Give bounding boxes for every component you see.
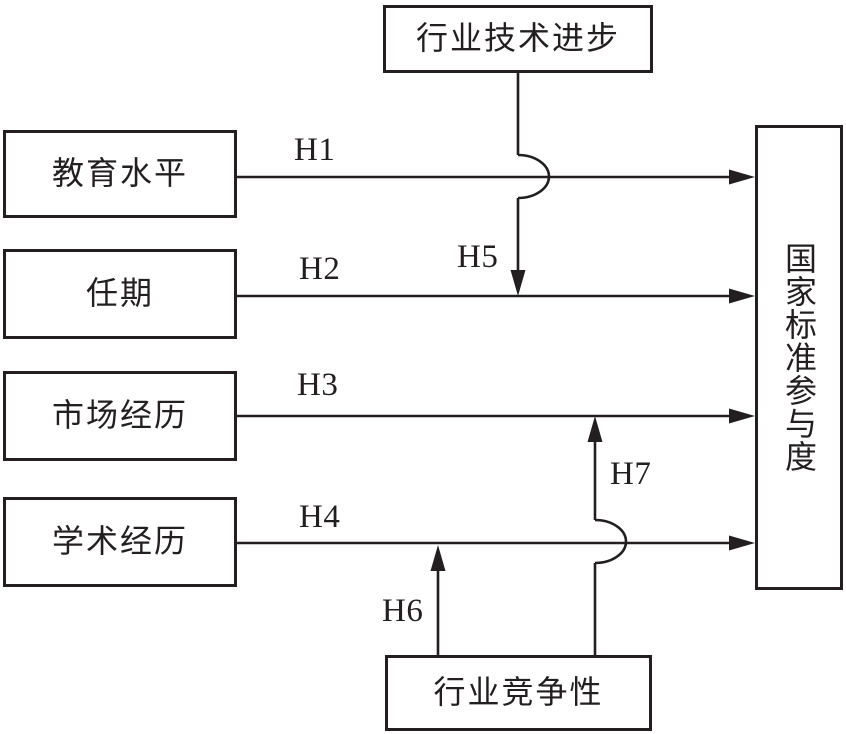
edge-label-h4: H4	[299, 499, 341, 535]
node-industry-tech-progress: 行业技术进步	[383, 5, 653, 73]
node-academic-experience: 学术经历	[3, 497, 237, 587]
arrowhead-right	[729, 408, 755, 424]
node-national-standard-participation: 国家标准参与度	[755, 125, 843, 590]
arrowhead-right	[729, 535, 755, 551]
edge-label-h1: H1	[294, 132, 336, 168]
node-label: 行业技术进步	[415, 20, 620, 57]
edge-label-h3: H3	[297, 367, 339, 403]
node-market-experience: 市场经历	[3, 371, 237, 461]
edge-h1-arrow	[237, 169, 755, 185]
edge-h3-arrow	[237, 408, 755, 424]
line-jump-arc	[594, 518, 628, 565]
line-jump-arc	[517, 153, 551, 200]
edge-h2-arrow	[237, 288, 755, 304]
edge-label-h7: H7	[610, 456, 652, 492]
edge-h5-arrow	[510, 73, 551, 296]
edge-label-h5: H5	[457, 239, 499, 275]
edge-h4-arrow	[237, 535, 755, 551]
arrowhead-down	[510, 270, 526, 296]
arrowhead-right	[729, 169, 755, 185]
node-label: 教育水平	[51, 155, 188, 192]
edge-h7-arrow	[587, 416, 628, 655]
arrowhead-up	[430, 545, 446, 571]
arrowhead-up	[587, 416, 603, 442]
node-industry-competitiveness: 行业竞争性	[385, 655, 652, 731]
edge-label-h6: H6	[382, 593, 424, 629]
edge-label-h2: H2	[299, 251, 341, 287]
node-label: 学术经历	[51, 523, 188, 560]
node-label: 市场经历	[51, 397, 188, 434]
node-label-vertical: 国家标准参与度	[781, 242, 817, 473]
arrowhead-right	[729, 288, 755, 304]
node-label: 行业竞争性	[433, 674, 604, 711]
edge-h6-arrow	[430, 545, 446, 655]
node-tenure: 任期	[3, 249, 237, 339]
node-education-level: 教育水平	[3, 130, 237, 218]
node-label: 任期	[85, 275, 154, 312]
